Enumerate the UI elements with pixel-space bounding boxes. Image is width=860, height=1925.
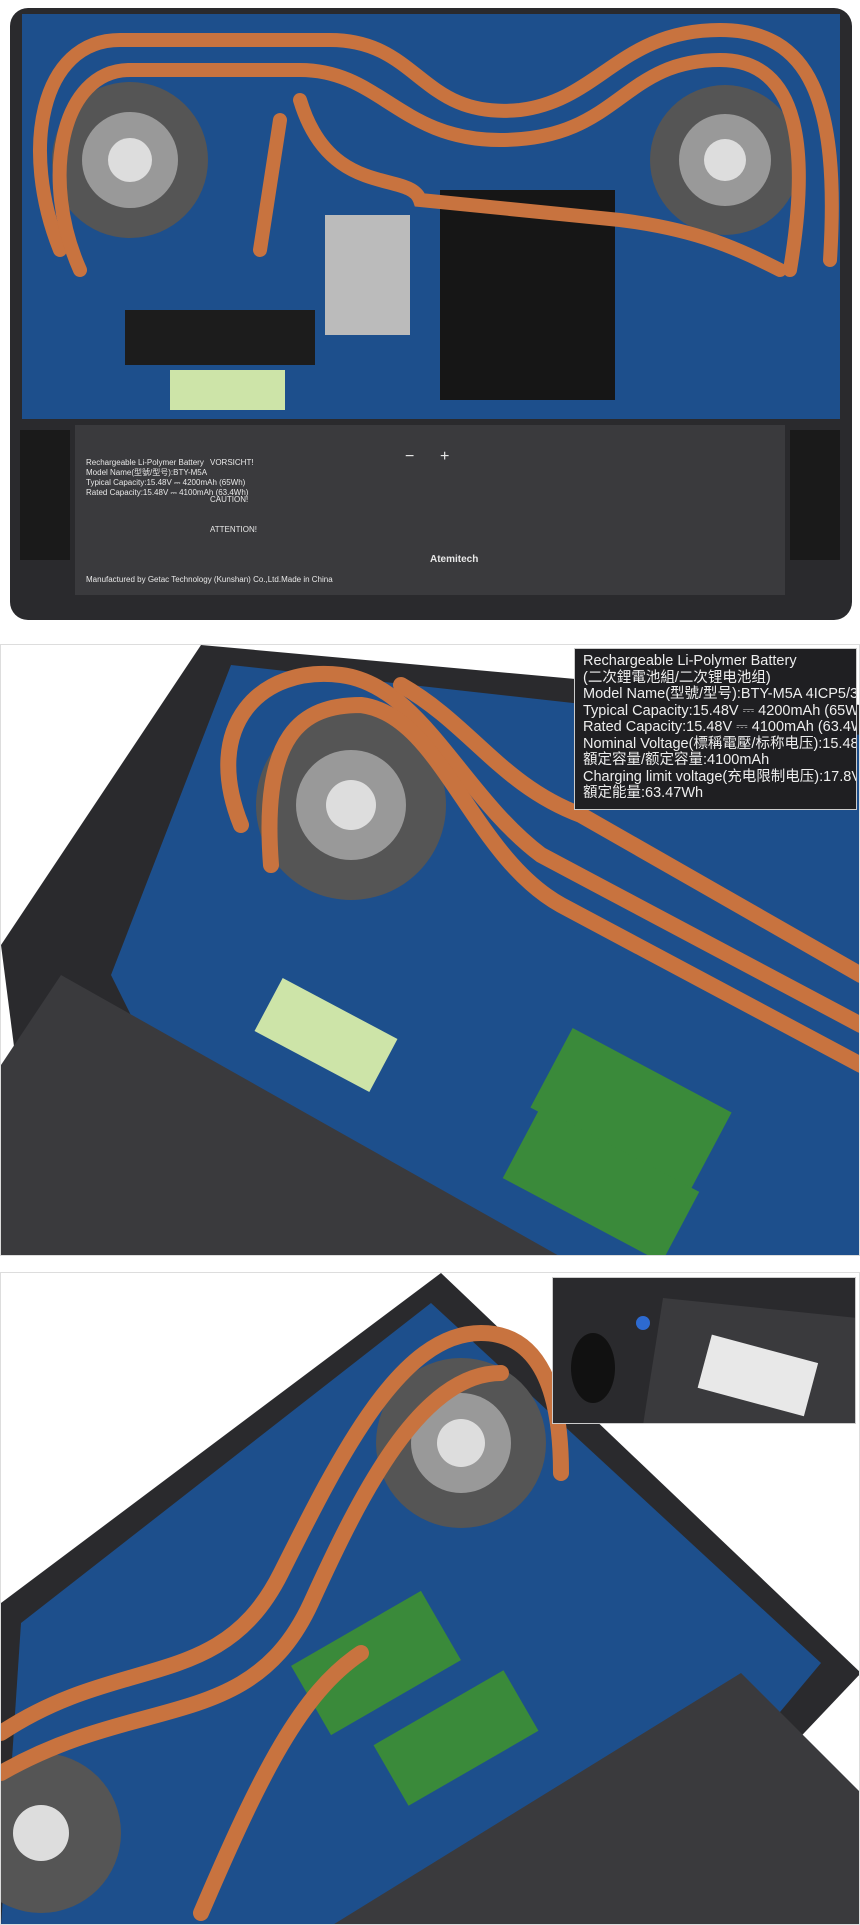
laptop-internals-angled-2 xyxy=(1,1273,859,1924)
label-rated: Rated Capacity:15.48V ⎓ 4100mAh (63.4Wh) xyxy=(583,719,857,735)
photo-angled-view-1: Rechargeable Li-Polymer Battery (二次鋰電池組/… xyxy=(0,644,860,1256)
label-rated: Rated Capacity:15.48V ⎓ 4100mAh (63.4Wh) xyxy=(86,488,249,497)
photo-angled-view-2 xyxy=(0,1272,860,1925)
warn-attention: ATTENTION! xyxy=(210,525,257,534)
battery-label-text: Rechargeable Li-Polymer Battery Model Na… xyxy=(86,458,248,498)
manufacturer-text: Manufactured by Getac Technology (Kunsha… xyxy=(86,575,333,584)
photo-top-view: Rechargeable Li-Polymer Battery Model Na… xyxy=(0,0,860,626)
label-energy: 額定能量:63.47Wh xyxy=(583,785,704,801)
battery-label-closeup: Rechargeable Li-Polymer Battery (二次鋰電池組/… xyxy=(574,648,857,810)
label-nominal: Nominal Voltage(標稱電壓/标称电压):15.48V⎓ xyxy=(583,735,857,752)
label-title: Rechargeable Li-Polymer Battery xyxy=(86,458,204,467)
laptop-internals-top xyxy=(10,8,852,620)
label-model: Model Name(型號/型号):BTY-M5A xyxy=(583,686,802,702)
plus-terminal: + xyxy=(440,448,450,465)
label-typical: Typical Capacity:15.48V ⎓ 4200mAh (65Wh) xyxy=(583,702,857,719)
label-title-cn: (二次鋰電池組/二次锂电池组) xyxy=(583,669,771,686)
label-charging-limit: Charging limit voltage(充电限制电压):17.8V⎓ xyxy=(583,768,857,785)
warn-caution: CAUTION! xyxy=(210,495,249,504)
battery-corner-closeup xyxy=(552,1277,856,1424)
label-rated-cn: 額定容量/额定容量:4100mAh xyxy=(583,752,770,768)
battery-corner-photo xyxy=(553,1278,855,1423)
label-typical: Typical Capacity:15.48V ⎓ 4200mAh (65Wh) xyxy=(86,478,246,487)
warn-vorsicht: VORSICHT! xyxy=(210,458,254,467)
label-model: Model Name(型號/型号):BTY-M5A xyxy=(86,468,208,477)
label-title: Rechargeable Li-Polymer Battery xyxy=(583,653,797,669)
brand-logo: Atemitech xyxy=(430,554,479,565)
label-cell-config: 4ICP5/34/138 xyxy=(805,686,856,702)
minus-terminal: − xyxy=(405,448,415,465)
